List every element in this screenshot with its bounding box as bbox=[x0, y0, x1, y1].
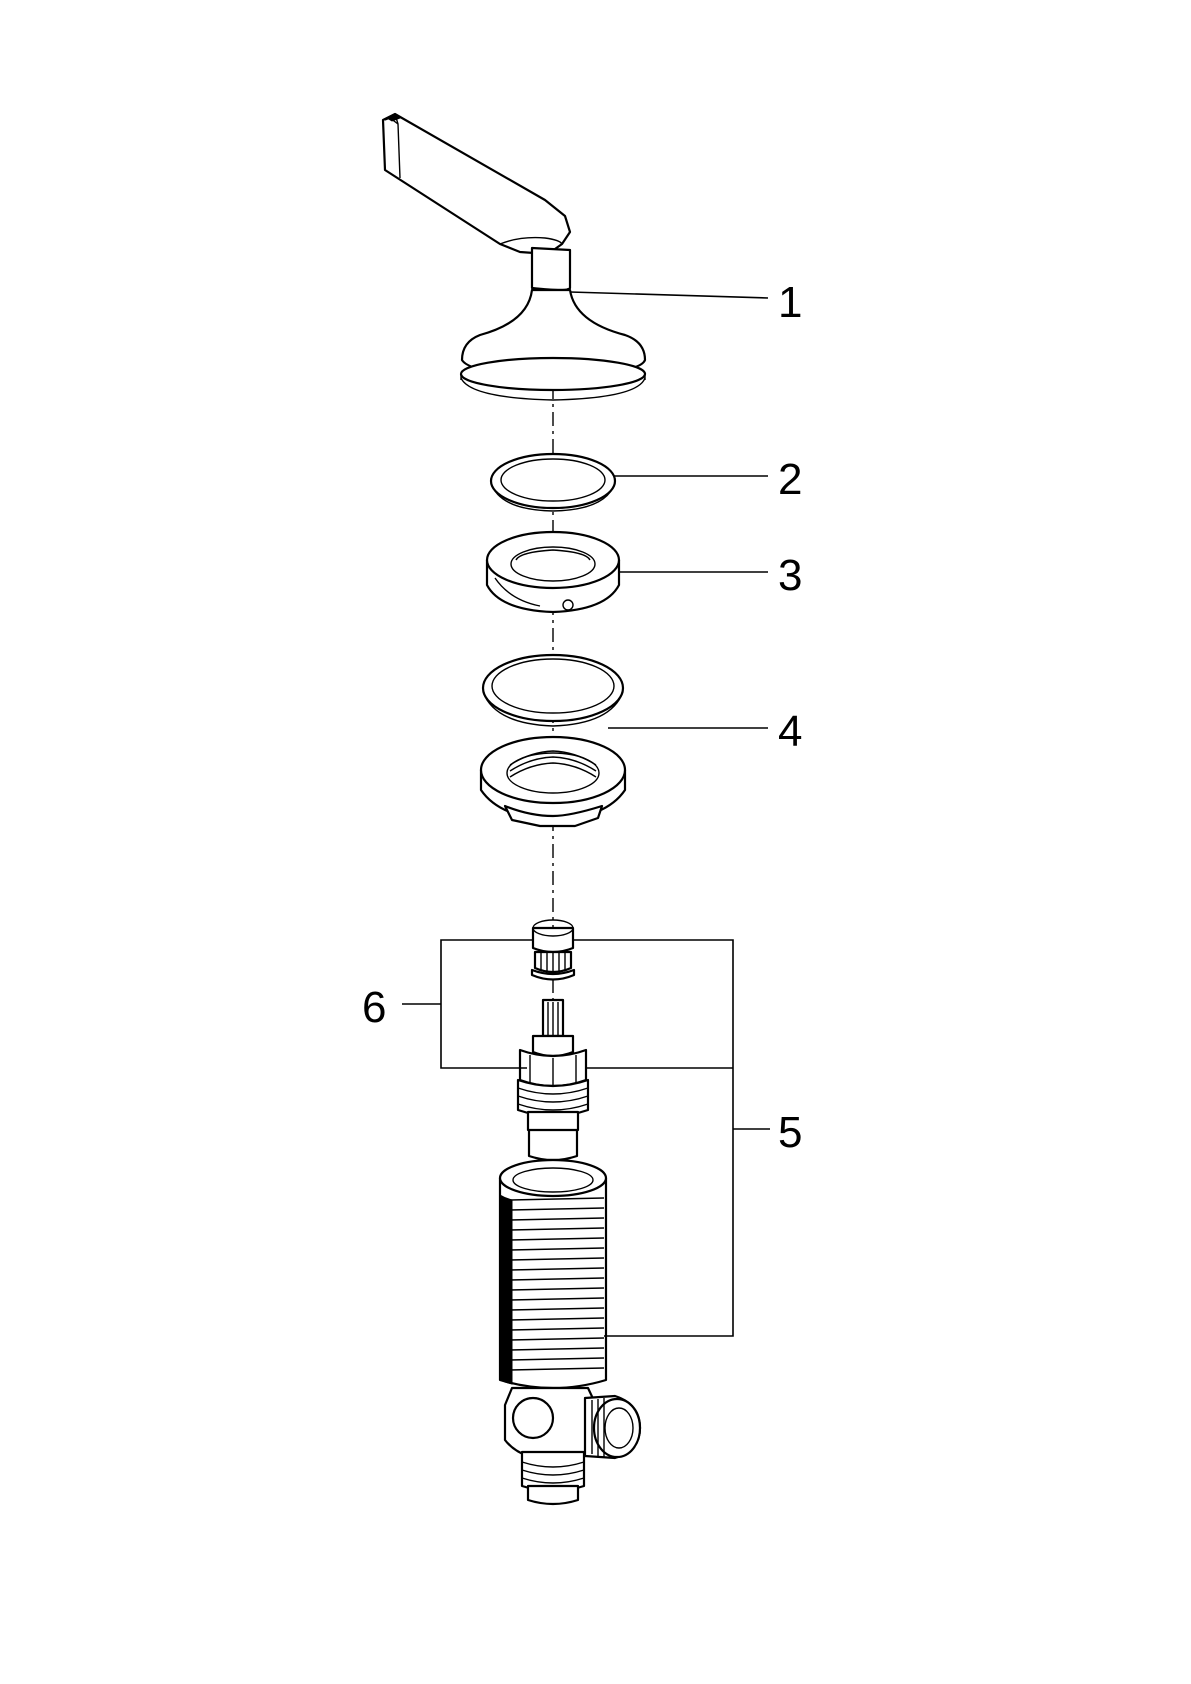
part-3-nut bbox=[485, 530, 621, 614]
part-6-cartridge bbox=[516, 998, 590, 1162]
part-6-splined-adapter bbox=[530, 919, 576, 981]
callout-5: 5 bbox=[778, 1108, 802, 1157]
callout-4: 4 bbox=[778, 707, 802, 756]
part-1-lever-handle bbox=[381, 112, 647, 401]
part-5-valve-body bbox=[498, 1158, 642, 1506]
leader-lines bbox=[402, 291, 770, 1337]
callout-3: 3 bbox=[778, 551, 802, 600]
callout-2: 2 bbox=[778, 455, 802, 504]
callout-6: 6 bbox=[362, 983, 386, 1032]
part-2-ring bbox=[489, 452, 617, 512]
callout-1: 1 bbox=[778, 278, 802, 327]
part-4-washer-flange bbox=[479, 653, 627, 828]
